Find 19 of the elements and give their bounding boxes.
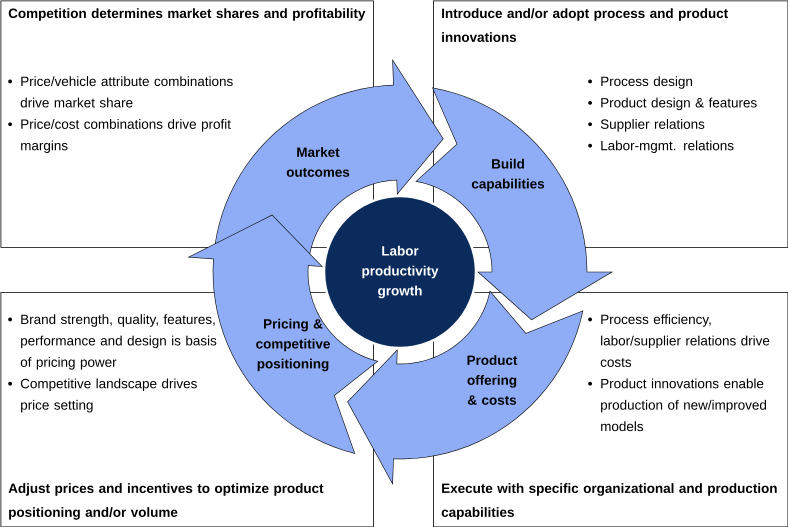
segment-label: Product offering & costs xyxy=(468,355,518,405)
bullet-item: Process efficiency, labor/supplier relations drive costs xyxy=(588,314,770,367)
bullet-item: Product innovations enable production of new/improved models xyxy=(588,378,766,432)
segment-label: Market outcomes xyxy=(286,147,350,177)
bullet-item: Labor-mgmt. relations xyxy=(588,140,734,153)
box-heading: Adjust prices and incentives to optimize product positioning and/or volume xyxy=(8,483,324,520)
box-heading: Introduce and/or adopt process and product innovations xyxy=(442,8,728,42)
bullet-item: Process design xyxy=(588,76,692,89)
bullet-item: Price/cost combinations drive profit margins xyxy=(8,119,231,153)
box-heading: Competition determines market shares and profitability xyxy=(8,8,366,21)
bullet-item: Brand strength, quality, features, performance and design is basis of pricing power xyxy=(8,314,216,370)
segment-label: Build capabilities xyxy=(472,158,544,192)
bullet-item: Product design & features xyxy=(588,98,757,110)
bullet-item: Price/vehicle attribute combinations drive market share xyxy=(8,76,233,108)
bullet-item: Competitive landscape drives price setting xyxy=(8,378,197,412)
segment-label: Pricing & competitive positioning xyxy=(256,318,330,372)
hub-label: Labor productivity growth xyxy=(362,246,438,298)
box-heading: Execute with specific organizational and production capabilities xyxy=(442,483,777,520)
bullet-item: Supplier relations xyxy=(588,119,704,132)
